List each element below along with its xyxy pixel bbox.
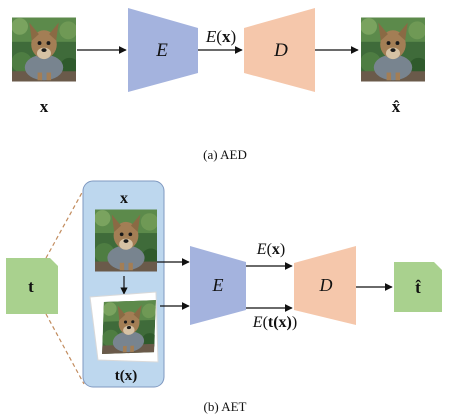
aed-section: x E E(x) D x̂ (a) AED [11,8,428,162]
aet-caption: (b) AET [204,399,247,414]
aed-input-label: x [40,97,49,116]
aed-decoder-label: D [273,40,288,61]
aet-transformed-label: t(x) [115,368,138,384]
aet-decoder-label: D [319,275,333,295]
aet-dashed-connector-bottom [46,314,84,384]
aet-section: t x t(x) E E(x) E(t(x)) D t̂ [6,181,442,414]
aet-encoder-label: E [212,275,224,295]
aet-output-label: t̂ [415,278,421,297]
aet-image-label: x [120,190,128,207]
aet-transform-label: t [28,277,34,296]
aet-input-image [94,210,160,272]
aet-dashed-connector-top [46,189,84,258]
aed-latent-label: E(x) [205,27,236,46]
aed-output-label: x̂ [392,97,401,116]
aed-encoder-label: E [155,40,168,61]
aet-feature-transformed-label: E(t(x)) [252,314,297,331]
aed-input-image [11,18,79,82]
aed-caption: (a) AED [203,147,247,162]
aed-output-image [360,18,428,82]
aet-transformed-image [101,300,158,354]
aet-feature-original-label: E(x) [256,241,285,258]
